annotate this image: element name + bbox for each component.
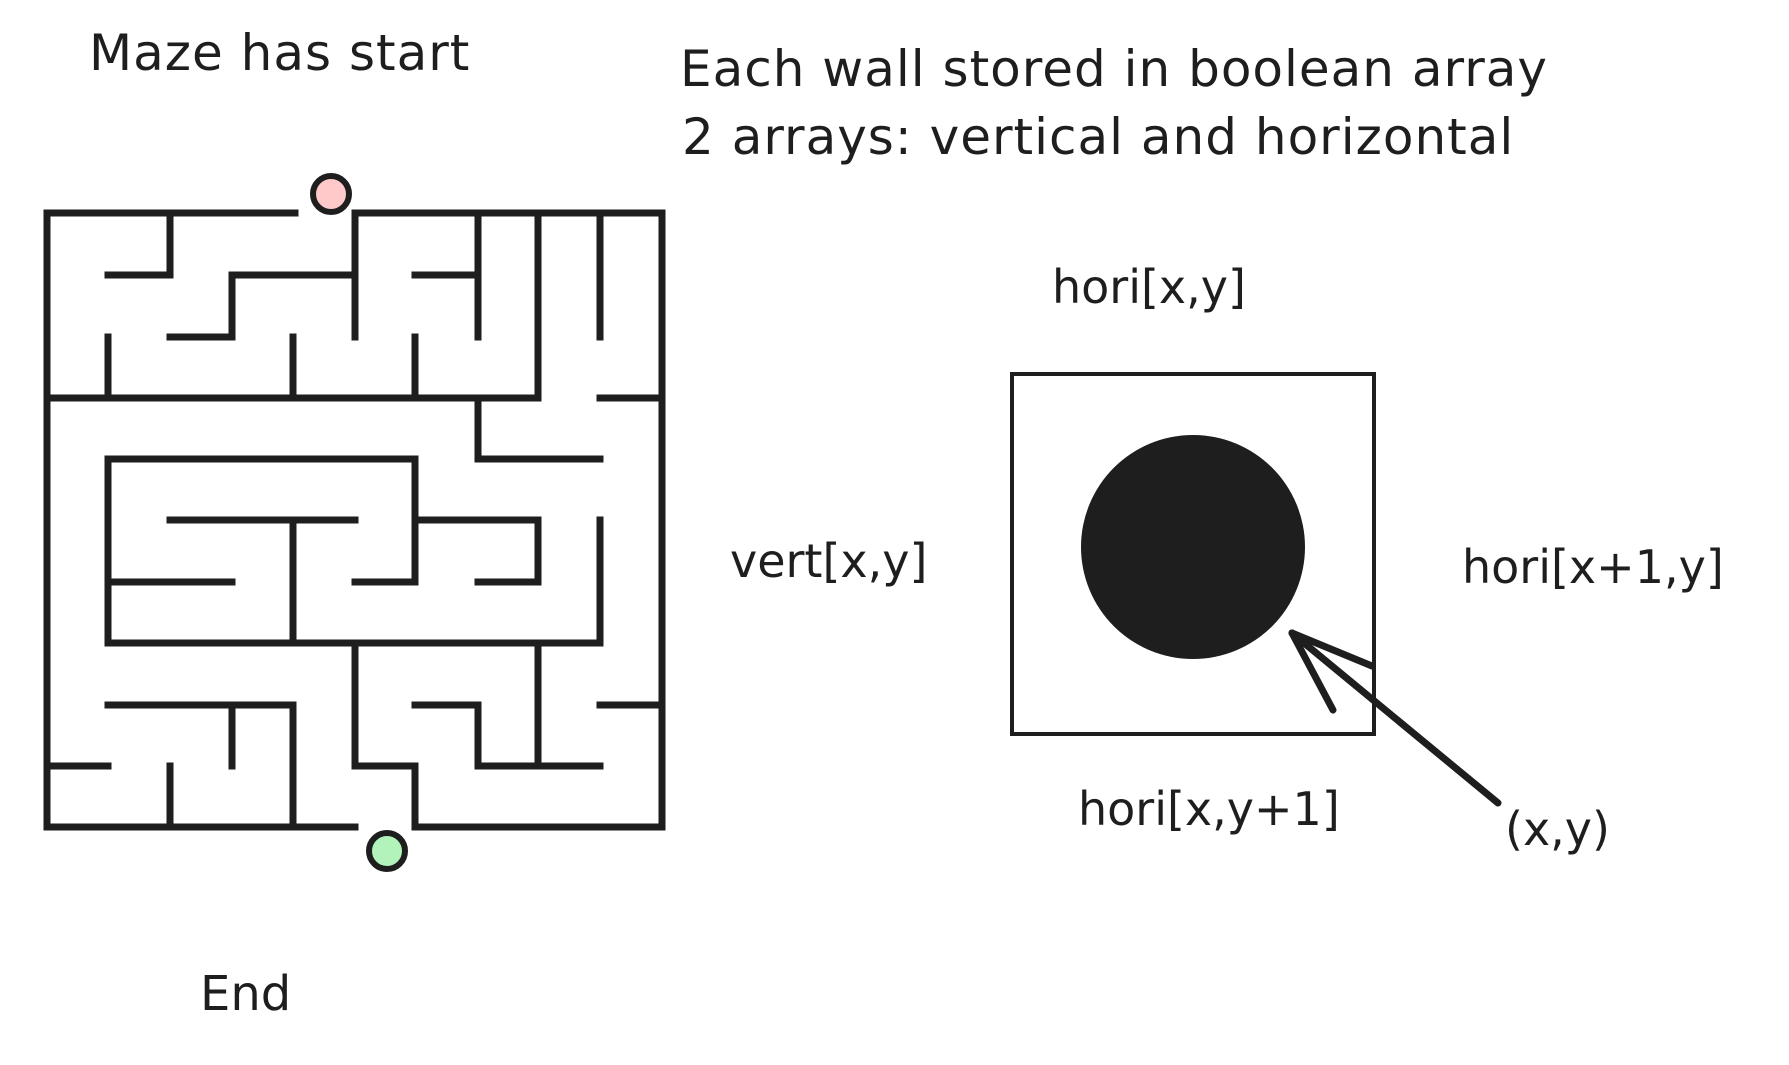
right-wall-label: hori[x+1,y] bbox=[1462, 540, 1724, 594]
storage-caption-line-2: 2 arrays: vertical and horizontal bbox=[682, 108, 1515, 166]
bottom-wall-label: hori[x,y+1] bbox=[1078, 782, 1340, 836]
maze-start-caption: Maze has start bbox=[89, 24, 471, 82]
end-marker bbox=[366, 830, 408, 872]
start-marker bbox=[310, 173, 352, 215]
left-wall-label: vert[x,y] bbox=[730, 534, 928, 588]
arrow-to-cell bbox=[1288, 629, 1502, 807]
cell-square bbox=[1010, 372, 1376, 736]
maze bbox=[43, 209, 666, 831]
maze-inner-walls bbox=[43, 209, 666, 831]
top-wall-label: hori[x,y] bbox=[1052, 260, 1246, 314]
storage-caption-line-1: Each wall stored in boolean array bbox=[680, 40, 1548, 98]
cell-dot bbox=[1081, 435, 1305, 659]
cell-coordinate-label: (x,y) bbox=[1505, 802, 1610, 856]
maze-end-caption: End bbox=[200, 966, 292, 1022]
